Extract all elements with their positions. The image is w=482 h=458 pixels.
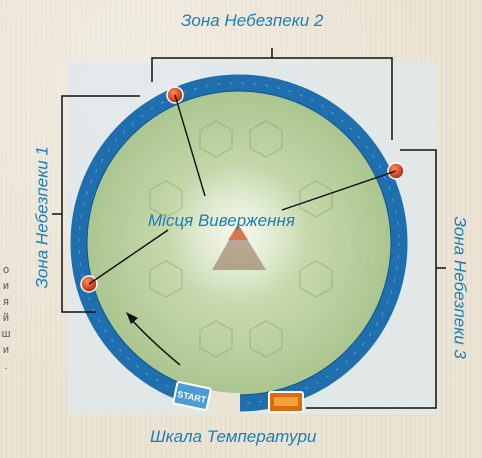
side-letter: и (0, 278, 12, 294)
end-tile-inner (274, 397, 298, 406)
side-letter: ш (0, 326, 12, 342)
zone-1-label: Зона Небезпеки 1 (34, 149, 51, 289)
side-letter: я (0, 294, 12, 310)
side-text: о и я й ш и . (0, 262, 12, 374)
temperature-scale-label: Шкала Температури (150, 428, 316, 445)
side-letter: й (0, 310, 12, 326)
side-letter: о (0, 262, 12, 278)
zone-2-label: Зона Небезпеки 2 (181, 12, 323, 29)
side-letter: и (0, 342, 12, 358)
side-letter: . (0, 358, 12, 374)
eruption-sites-label: Місця Виверження (148, 212, 295, 229)
zone-3-label: Зона Небезпеки 3 (452, 217, 469, 337)
